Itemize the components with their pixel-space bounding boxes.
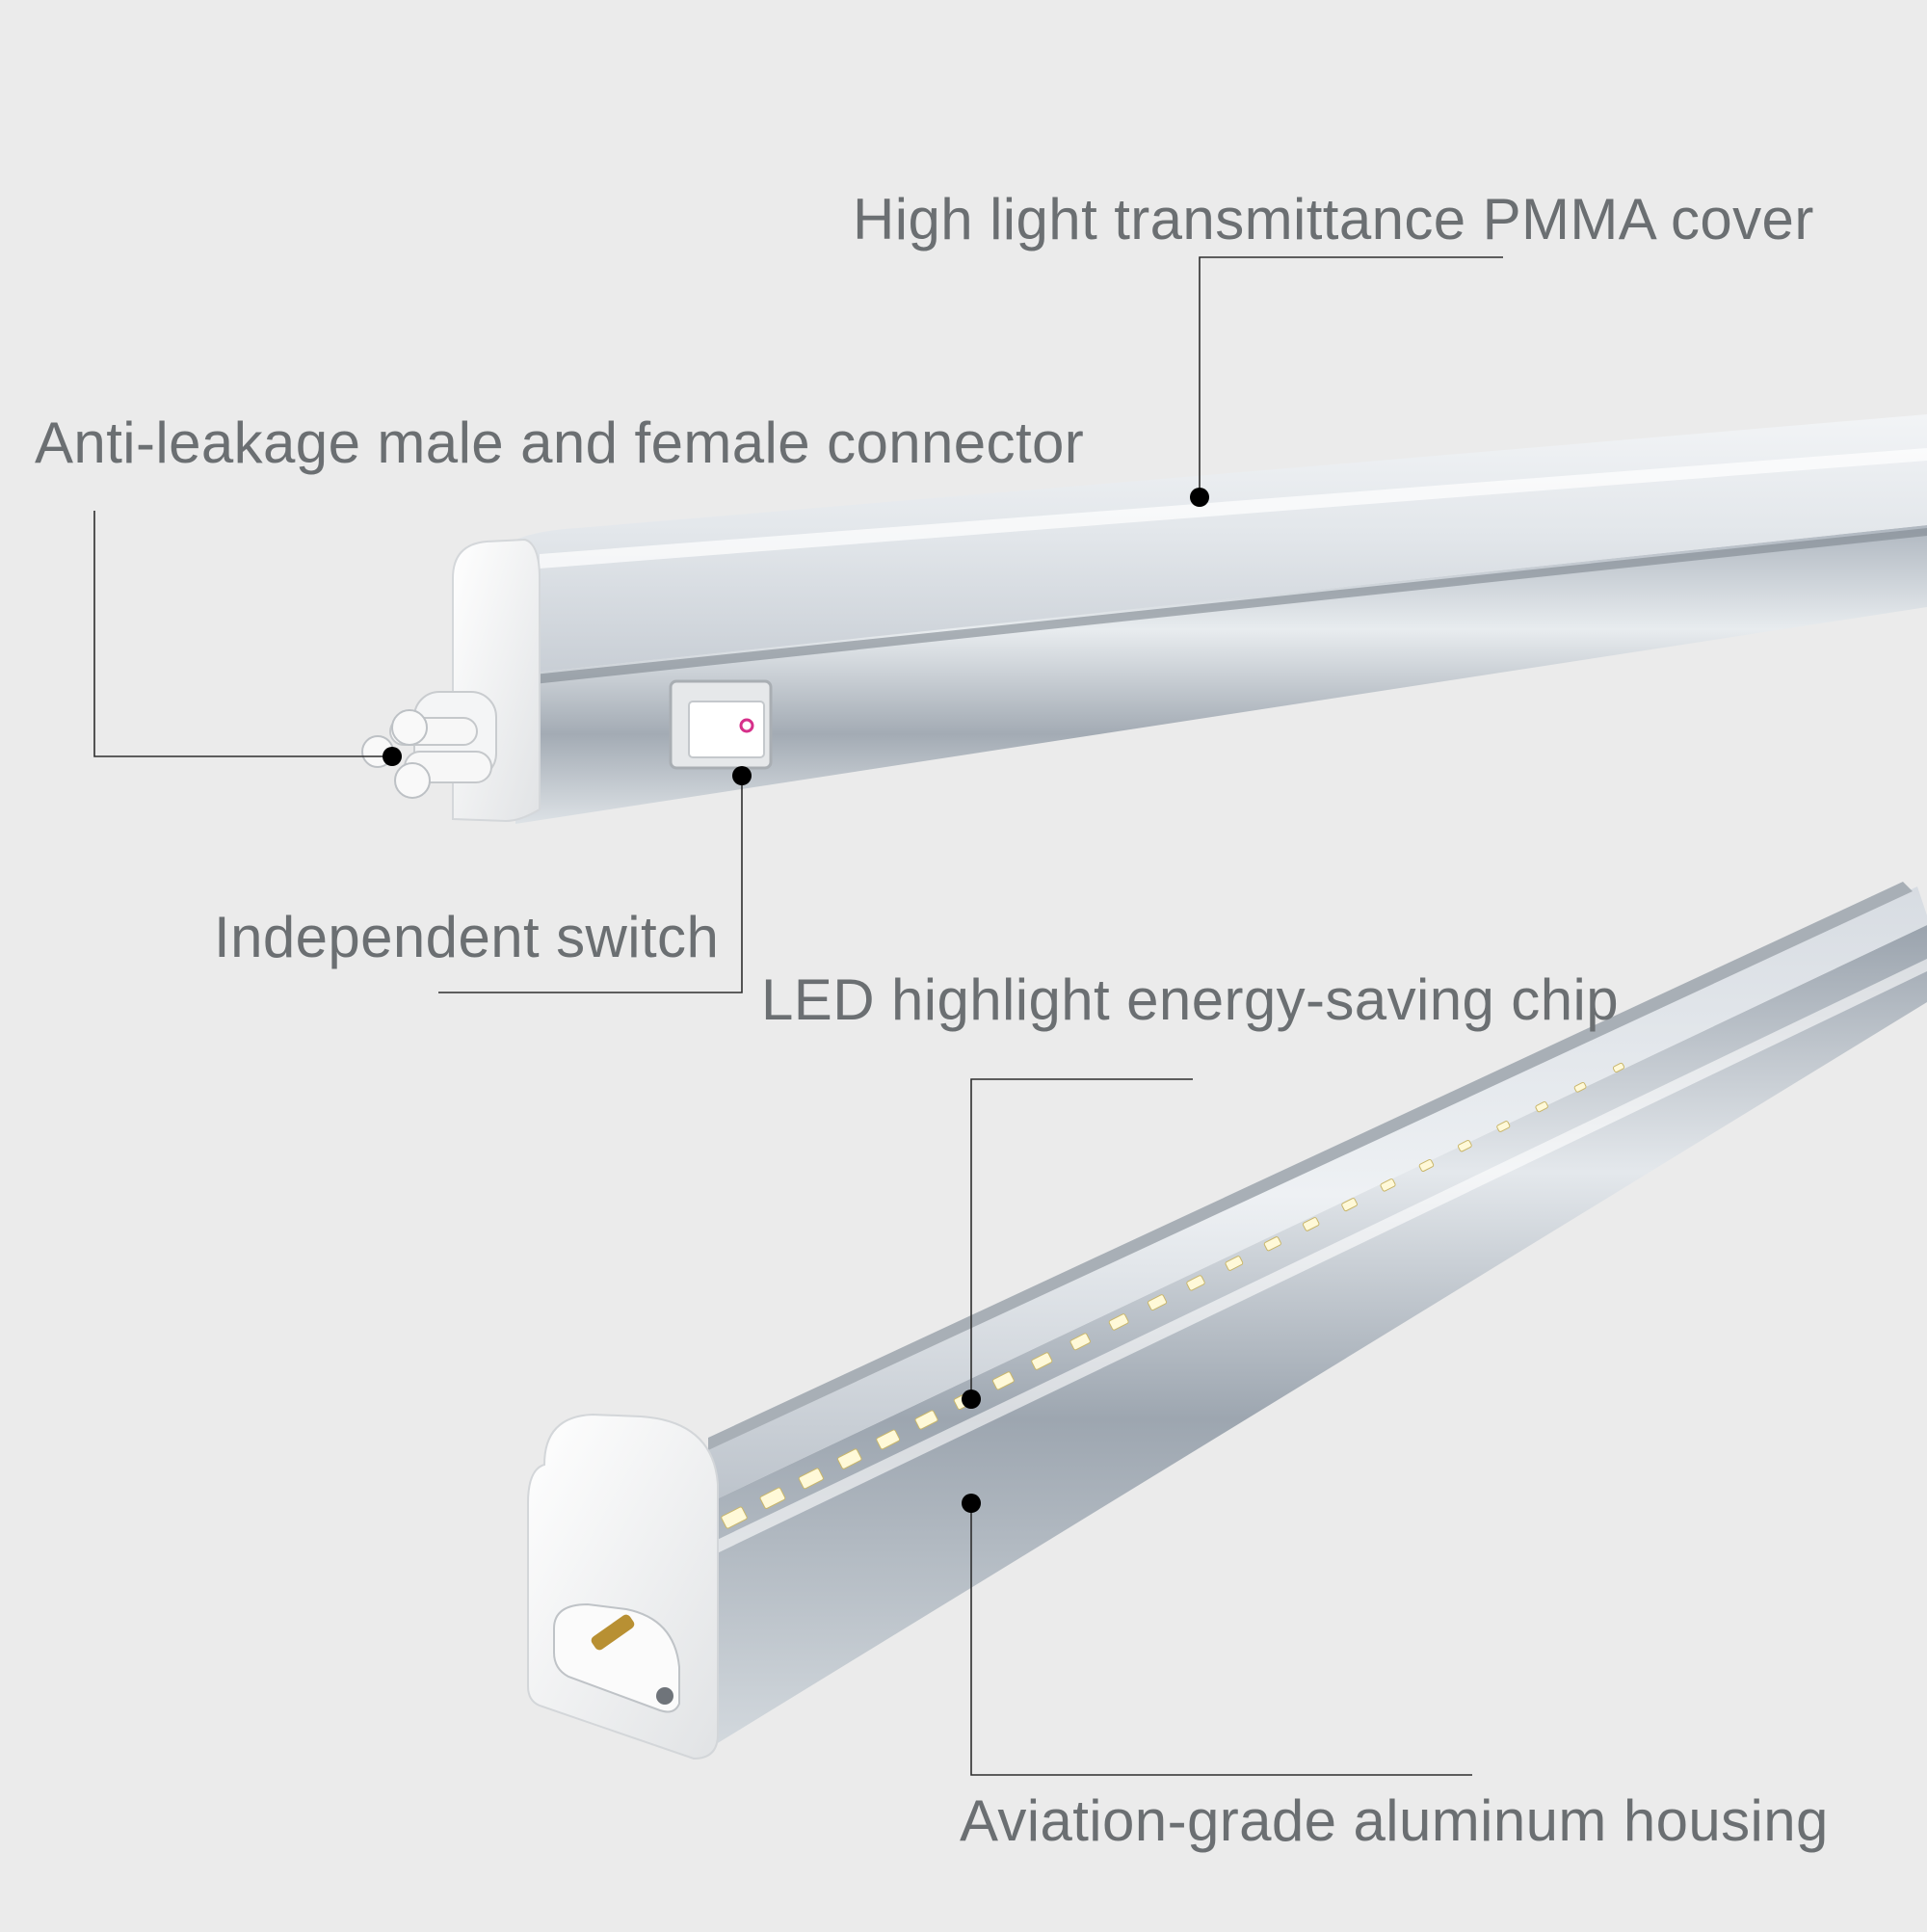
connector-pin-b bbox=[391, 709, 428, 746]
led-chip bbox=[876, 1429, 901, 1450]
led-chip-row bbox=[721, 1062, 1625, 1529]
dot-marker-icon bbox=[1190, 488, 1209, 507]
leader-led-chip bbox=[970, 1078, 1193, 1399]
connector-plug-icon bbox=[361, 691, 497, 799]
led-chip bbox=[1069, 1333, 1091, 1351]
led-chip bbox=[1612, 1062, 1625, 1073]
dot-marker-icon bbox=[732, 766, 752, 785]
bottom-fixture-top-edge bbox=[708, 882, 1913, 1450]
callout-leader-lines bbox=[93, 256, 1503, 1776]
bottom-led-tube-light-icon bbox=[527, 882, 1927, 1760]
top-led-tube-light-icon bbox=[361, 414, 1927, 824]
label-switch: Independent switch bbox=[214, 905, 720, 969]
led-chip bbox=[1457, 1140, 1472, 1152]
led-chip bbox=[1573, 1081, 1587, 1093]
bottom-fixture-highlight bbox=[713, 959, 1927, 1555]
led-chip bbox=[914, 1410, 938, 1430]
dot-marker-icon bbox=[962, 1389, 981, 1409]
leader-connector bbox=[93, 511, 392, 757]
led-chip bbox=[798, 1468, 824, 1490]
led-chip bbox=[721, 1506, 748, 1529]
led-chip bbox=[1418, 1158, 1435, 1172]
top-fixture-groove bbox=[515, 528, 1927, 686]
led-chip bbox=[1147, 1294, 1168, 1311]
led-chip bbox=[1380, 1178, 1396, 1192]
label-led-chip: LED highlight energy-saving chip bbox=[761, 967, 1619, 1032]
bottom-fixture-cover bbox=[708, 887, 1927, 1503]
led-chip bbox=[992, 1371, 1015, 1390]
led-chip bbox=[1535, 1100, 1548, 1113]
led-chip bbox=[759, 1487, 786, 1509]
bottom-fixture-end-cap bbox=[527, 1413, 719, 1760]
led-chip bbox=[837, 1448, 862, 1469]
top-fixture-highlight bbox=[540, 448, 1927, 569]
rocker-switch-icon bbox=[669, 679, 773, 770]
brass-pin-icon bbox=[591, 1614, 635, 1651]
switch-indicator-dot bbox=[739, 718, 754, 733]
dot-marker-icon bbox=[962, 1494, 981, 1513]
socket-hole bbox=[656, 1687, 673, 1705]
bottom-fixture-base-rail bbox=[708, 925, 1927, 1749]
led-chip bbox=[1302, 1217, 1320, 1231]
label-housing: Aviation-grade aluminum housing bbox=[960, 1788, 1829, 1853]
top-fixture-base-rail bbox=[515, 525, 1927, 824]
callout-markers bbox=[383, 488, 1209, 1513]
leader-housing bbox=[970, 1503, 1472, 1776]
label-connector: Anti-leakage male and female connector bbox=[35, 410, 1085, 475]
led-chip bbox=[1263, 1236, 1281, 1252]
led-chip bbox=[1225, 1256, 1244, 1271]
led-chip bbox=[1031, 1352, 1053, 1370]
label-pmma-cover: High light transmittance PMMA cover bbox=[853, 187, 1814, 251]
led-chip bbox=[1186, 1275, 1205, 1291]
switch-rocker bbox=[688, 701, 765, 758]
leader-pmma-cover bbox=[1199, 256, 1503, 497]
led-chip bbox=[1108, 1313, 1129, 1331]
led-chip bbox=[1496, 1121, 1511, 1132]
dot-marker-icon bbox=[383, 747, 402, 766]
led-chip bbox=[1341, 1198, 1358, 1212]
connector-pin-c bbox=[394, 762, 431, 799]
leader-switch bbox=[438, 776, 743, 993]
bottom-socket-face bbox=[553, 1602, 680, 1713]
